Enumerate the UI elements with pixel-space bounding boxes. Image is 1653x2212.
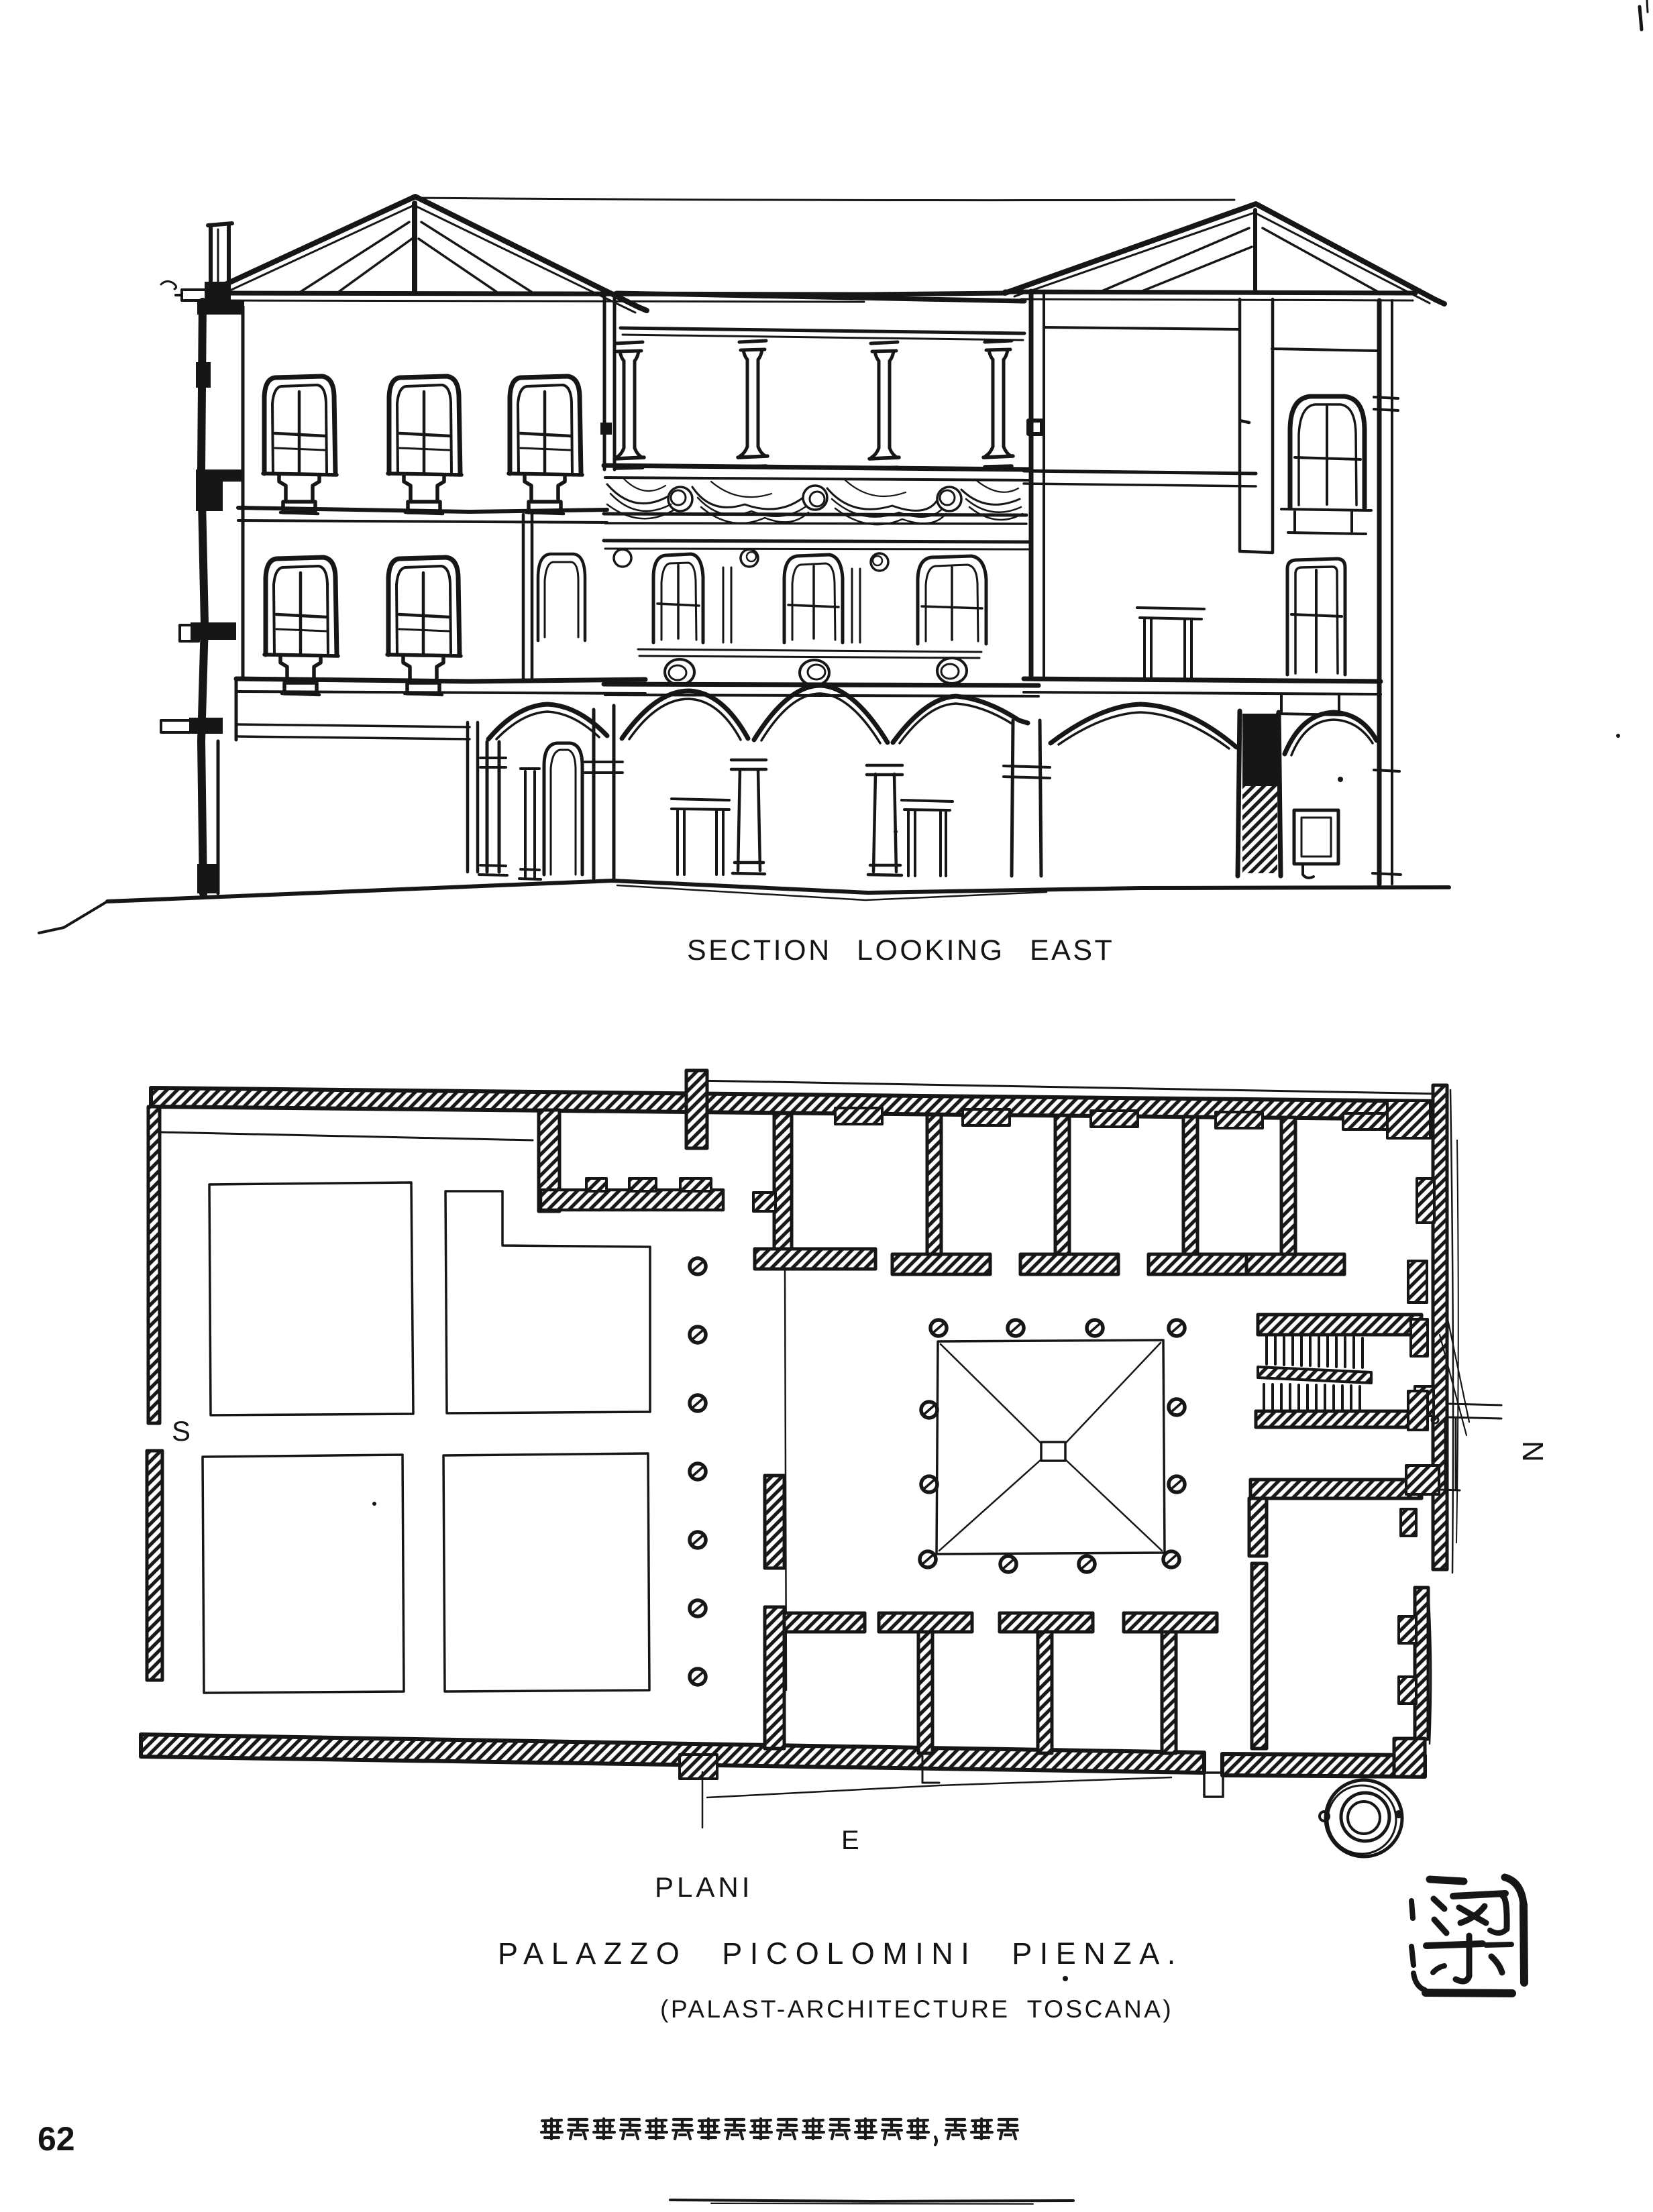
svg-text:N: N bbox=[1516, 1441, 1549, 1462]
svg-text:PALAZZO PICOLOMINI PIENZA.: PALAZZO PICOLOMINI PIENZA. bbox=[498, 1936, 1183, 1971]
svg-text:E: E bbox=[841, 1826, 859, 1855]
svg-text:SECTION LOOKING EAST: SECTION LOOKING EAST bbox=[687, 934, 1114, 966]
svg-text:62: 62 bbox=[38, 2120, 75, 2158]
svg-text:(PALAST-ARCHITECTURE TOSCANA): (PALAST-ARCHITECTURE TOSCANA) bbox=[660, 1995, 1173, 2023]
svg-text:PLANI: PLANI bbox=[655, 1871, 753, 1903]
svg-text:S: S bbox=[172, 1415, 191, 1447]
